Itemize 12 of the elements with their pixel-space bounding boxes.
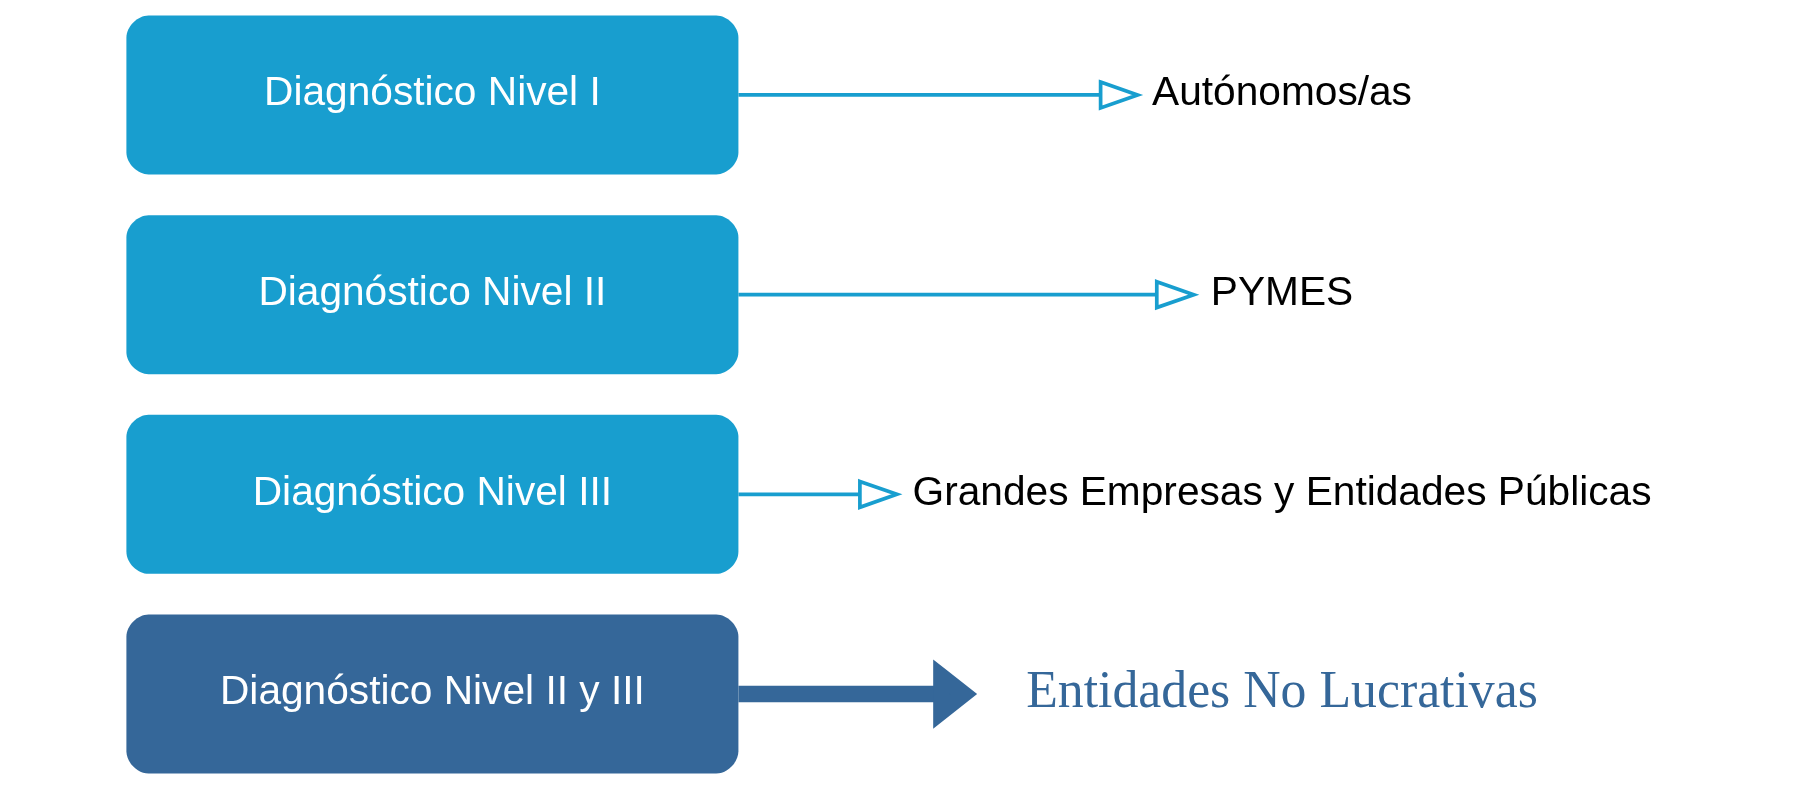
node-box: Diagnóstico Nivel II xyxy=(126,215,739,375)
node-text: PYMES xyxy=(1210,268,1354,315)
node-text: Grandes Empresas y Entidades Públicas xyxy=(912,467,1652,514)
arrow xyxy=(738,279,1200,311)
node-text: Autónomos/as xyxy=(1152,68,1412,115)
node-text: Entidades No Lucrativas xyxy=(1026,660,1538,718)
arrow xyxy=(738,478,903,510)
node-box: Diagnóstico Nivel I xyxy=(126,15,739,175)
arrow xyxy=(738,659,978,729)
arrow xyxy=(738,79,1144,111)
node-box: Diagnóstico Nivel II y III xyxy=(126,614,739,774)
node-box: Diagnóstico Nivel III xyxy=(126,414,739,574)
